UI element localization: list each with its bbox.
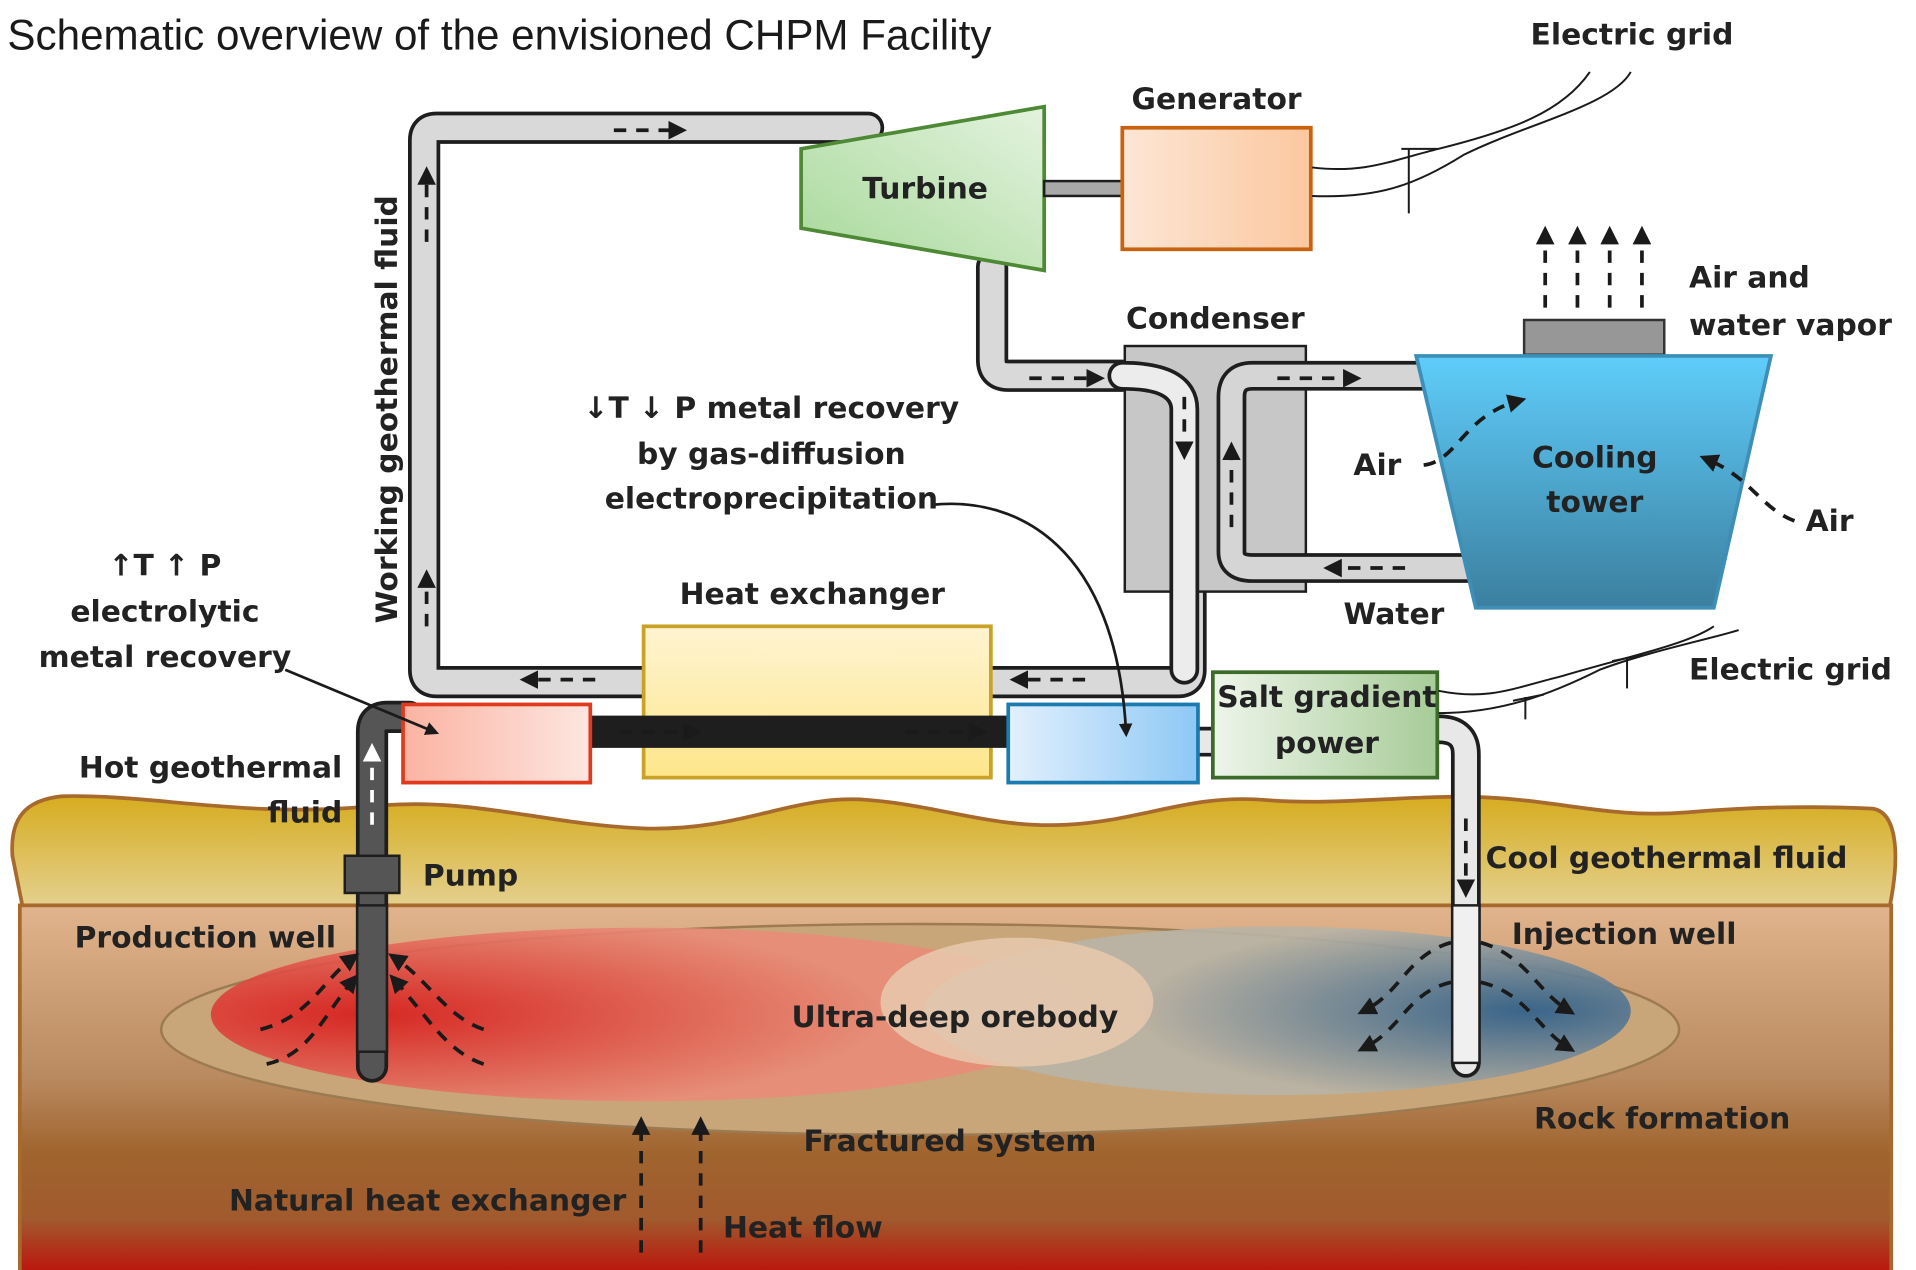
turbine-shaft	[1042, 179, 1124, 198]
air-vapor-label-2: water vapor	[1689, 308, 1892, 343]
high-tp-label-1: ↑T ↑ P	[109, 548, 222, 583]
heat-exchanger-label: Heat exchanger	[680, 577, 946, 612]
orebody-center	[880, 937, 1154, 1067]
low-tp-label-3: electroprecipitation	[605, 481, 938, 516]
turbine-label: Turbine	[862, 171, 988, 206]
condenser-label: Condenser	[1126, 302, 1305, 337]
electric-grid-bottom-label: Electric grid	[1689, 653, 1892, 688]
cold-metal-recovery-unit	[1006, 702, 1200, 785]
water-label: Water	[1343, 597, 1444, 632]
salt-gradient-power: Salt gradient power	[1210, 670, 1440, 780]
generator-label: Generator	[1132, 82, 1302, 117]
cooling-tower-label-2: tower	[1546, 485, 1643, 520]
leader-high-tp	[284, 668, 440, 735]
leader-low-tp	[932, 502, 1133, 738]
production-well	[355, 904, 389, 1053]
cooling-tower-label-1: Cooling	[1532, 441, 1658, 476]
condenser	[1107, 344, 1485, 685]
pump	[343, 854, 401, 895]
electric-grid-top-label: Electric grid	[1531, 18, 1734, 53]
diagram-title: Schematic overview of the envisioned CHP…	[7, 12, 991, 59]
injection-outflow-arrows	[1357, 940, 1576, 1052]
hot-metal-recovery-unit	[401, 702, 593, 785]
salt-gradient-label-1: Salt gradient	[1217, 680, 1436, 715]
injection-well	[1450, 904, 1481, 1065]
high-tp-label-2: electrolytic	[70, 594, 259, 629]
low-tp-label-2: by gas-diffusion	[637, 437, 906, 472]
orebody-hot-zone	[210, 927, 1079, 1102]
cooling-tower-fan	[1522, 318, 1666, 356]
natural-hx-label: Natural heat exchanger	[229, 1183, 627, 1218]
air-vapor-label-1: Air and	[1689, 261, 1810, 296]
generator: Generator	[1120, 82, 1313, 252]
electric-grid-top: Electric grid	[1311, 18, 1734, 214]
salt-gradient-label-2: power	[1275, 726, 1379, 761]
hot-fluid-label-1: Hot geothermal	[79, 751, 342, 786]
fractured-system-label: Fractured system	[803, 1124, 1096, 1159]
hot-fluid-label-2: fluid	[268, 795, 343, 830]
geothermal-fluid-line	[355, 700, 1481, 1083]
production-inflow-arrows	[259, 953, 485, 1066]
air-left-label: Air	[1353, 448, 1401, 483]
rock-formation-label: Rock formation	[1534, 1102, 1790, 1137]
high-tp-label-3: metal recovery	[39, 640, 292, 675]
injection-well-label: Injection well	[1512, 917, 1737, 952]
low-tp-label-1: ↓T ↓ P metal recovery	[584, 391, 960, 426]
heat-flow-label: Heat flow	[723, 1211, 883, 1246]
turbine: Turbine	[799, 104, 1047, 273]
cool-fluid-label: Cool geothermal fluid	[1486, 841, 1848, 876]
heat-exchanger: Heat exchanger	[641, 577, 993, 780]
working-fluid-label: Working geothermal fluid	[370, 195, 405, 623]
production-well-label: Production well	[75, 921, 336, 956]
electric-grid-bottom: Electric grid	[1438, 625, 1892, 720]
pump-label: Pump	[423, 859, 518, 894]
orebody-label: Ultra-deep orebody	[792, 1000, 1119, 1035]
air-right-label: Air	[1806, 504, 1854, 539]
topsoil-layer	[10, 794, 1898, 908]
cooling-tower: Cooling tower	[1413, 225, 1796, 610]
